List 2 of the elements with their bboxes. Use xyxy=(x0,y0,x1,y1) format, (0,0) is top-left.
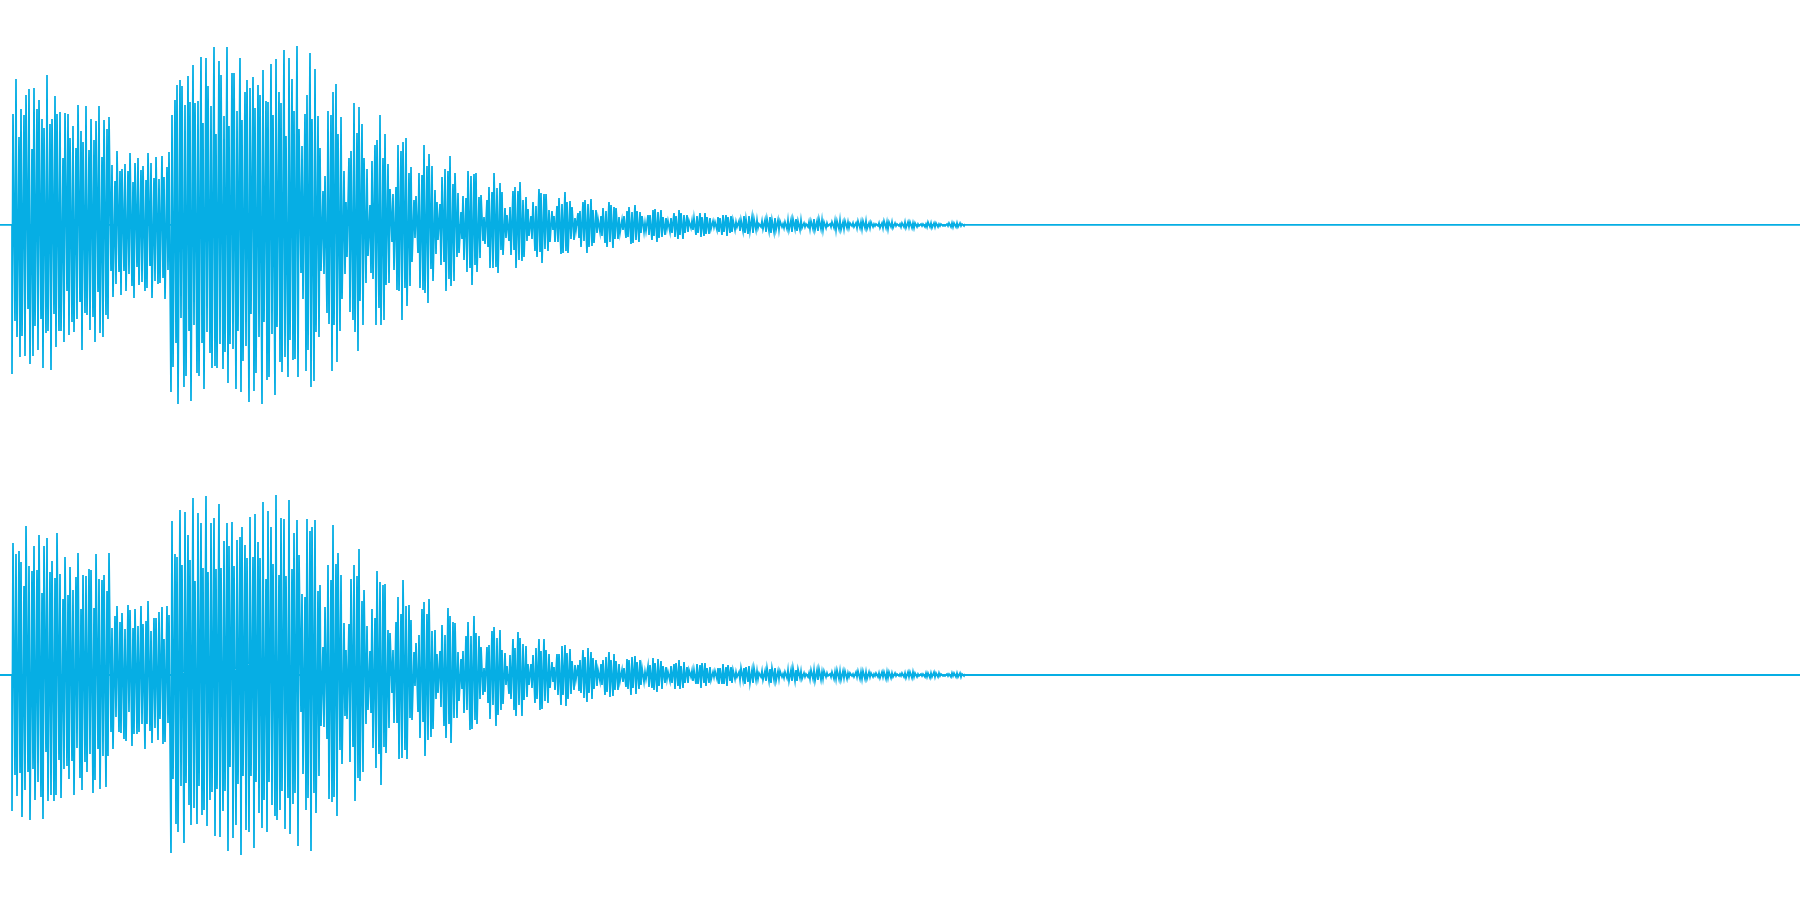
waveform-drawing xyxy=(0,45,1800,405)
waveform-drawing xyxy=(0,494,1800,856)
